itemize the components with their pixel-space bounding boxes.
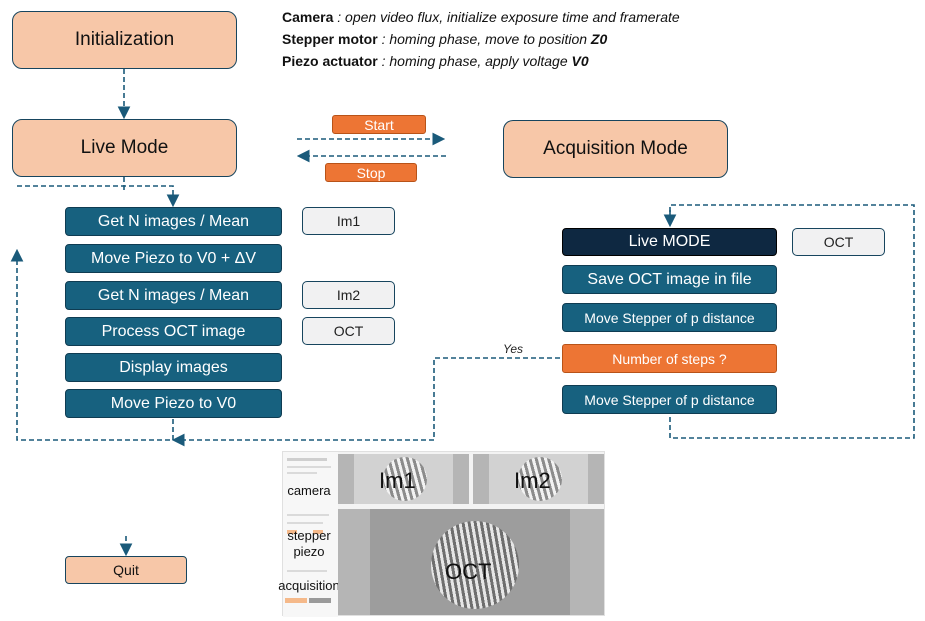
yes-label: Yes xyxy=(503,342,524,356)
live-step-process-oct: Process OCT image xyxy=(65,317,282,346)
live-step-move-piezo-dv: Move Piezo to V0 + ΔV xyxy=(65,244,282,273)
acq-step-move-stepper-2: Move Stepper of p distance xyxy=(562,385,777,414)
im1-label: Im1 xyxy=(379,468,416,493)
state-live-mode: Live Mode xyxy=(12,119,237,177)
live-step-get-images-1: Get N images / Mean xyxy=(65,207,282,236)
live-step-display-images: Display images xyxy=(65,353,282,382)
label-camera: camera xyxy=(287,483,331,498)
fringe-disk-oct xyxy=(431,521,519,609)
note-piezo: Piezo actuator : homing phase, apply vol… xyxy=(282,53,589,69)
control-panel xyxy=(283,452,338,617)
acq-step-save-oct: Save OCT image in file xyxy=(562,265,777,294)
label-acquisition: acquisition xyxy=(278,578,340,593)
state-quit: Quit xyxy=(65,556,187,584)
panel-im2: Im2 xyxy=(473,454,604,504)
live-step-move-piezo-v0: Move Piezo to V0 xyxy=(65,389,282,418)
live-step-get-images-2: Get N images / Mean xyxy=(65,281,282,310)
note-camera: Camera : open video flux, initialize exp… xyxy=(282,9,680,25)
acq-step-live-mode: Live MODE xyxy=(562,228,777,256)
arrow-loop-top xyxy=(17,185,180,208)
acq-step-move-stepper-1: Move Stepper of p distance xyxy=(562,303,777,332)
output-oct-acq: OCT xyxy=(792,228,885,256)
label-stepper-piezo: stepper piezo xyxy=(287,528,331,559)
fringe-disk-im2 xyxy=(518,457,562,501)
state-acquisition-mode: Acquisition Mode xyxy=(503,120,728,178)
oct-label: OCT xyxy=(445,559,492,584)
panel-oct: OCT xyxy=(338,509,604,615)
im2-label: Im2 xyxy=(514,468,551,493)
panel-im1: Im1 xyxy=(338,454,469,504)
output-im2: Im2 xyxy=(302,281,395,309)
stop-transition: Stop xyxy=(325,163,417,182)
app-screenshot: camera stepper piezo acquisition Im1 Im2… xyxy=(278,451,605,617)
arrow-loop-back xyxy=(10,248,174,441)
arrow-yes xyxy=(171,357,560,447)
arrow-acq-top xyxy=(669,204,915,439)
output-oct-live: OCT xyxy=(302,317,395,345)
note-stepper: Stepper motor : homing phase, move to po… xyxy=(282,31,608,47)
output-im1: Im1 xyxy=(302,207,395,235)
acq-step-number-of-steps: Number of steps ? xyxy=(562,344,777,373)
start-transition: Start xyxy=(332,115,426,134)
state-initialization: Initialization xyxy=(12,11,237,69)
fringe-disk-im1 xyxy=(383,457,427,501)
